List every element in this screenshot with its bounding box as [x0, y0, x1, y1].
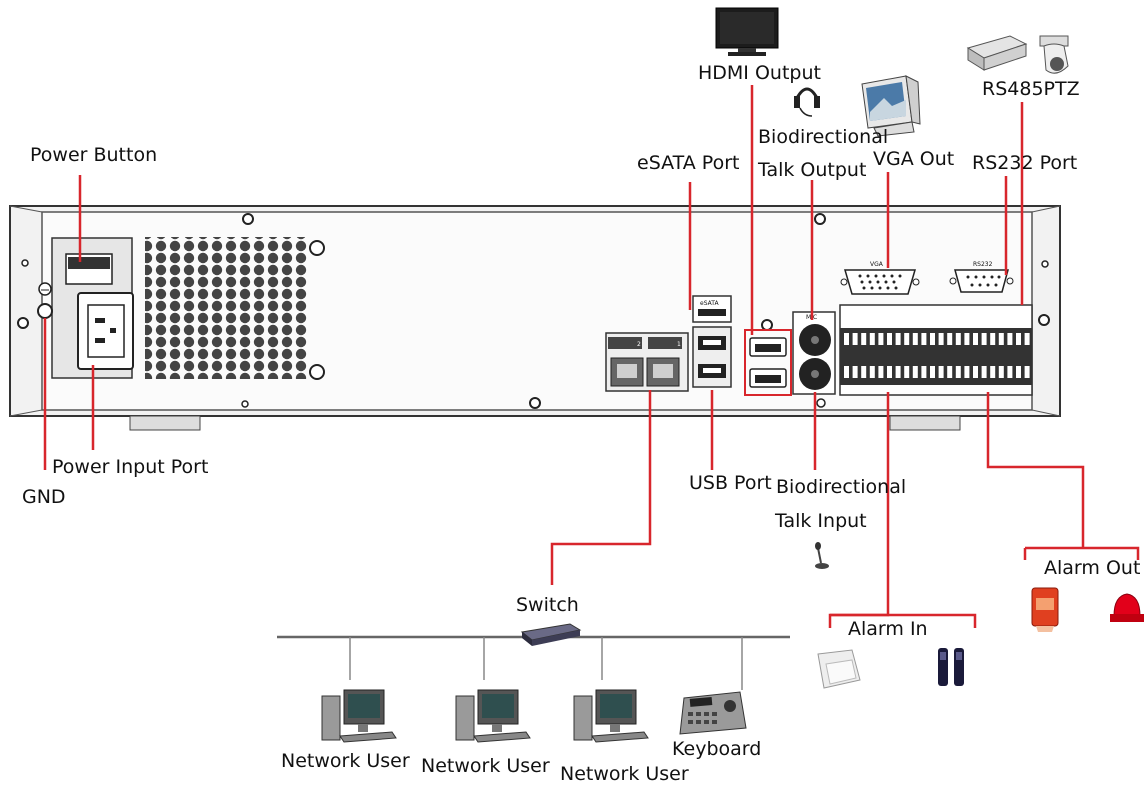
switch-icon — [522, 624, 580, 646]
terminal-pin — [1007, 366, 1012, 378]
terminal-pin — [964, 366, 969, 378]
alarm-terminal-block — [840, 305, 1032, 395]
alarm-light-icon — [1110, 594, 1144, 622]
terminal-pin — [913, 333, 918, 345]
terminal-pin — [861, 333, 866, 345]
terminal-pin — [982, 333, 987, 345]
terminal-pin — [921, 333, 926, 345]
headset-icon — [794, 89, 820, 116]
terminal-pin — [930, 366, 935, 378]
power-input-port-label: Power Input Port — [52, 458, 208, 477]
terminal-pin — [878, 366, 883, 378]
siren-icon — [1032, 588, 1058, 632]
computer-icon — [456, 690, 530, 742]
terminal-pin — [1025, 366, 1030, 378]
vga-print: VGA — [870, 261, 884, 268]
usb-ports — [693, 327, 731, 387]
beam-sensor-icon — [938, 648, 964, 686]
vga-out-label: VGA Out — [873, 150, 954, 169]
alarm-in-label: Alarm In — [848, 620, 928, 639]
rs232-port-label: RS232 Port — [972, 154, 1077, 173]
terminal-pin — [870, 333, 875, 345]
terminal-pin — [844, 366, 849, 378]
terminal-pin — [887, 366, 892, 378]
terminal-pin — [870, 366, 875, 378]
terminal-pin — [964, 333, 969, 345]
terminal-pin — [1025, 333, 1030, 345]
terminal-pin — [990, 333, 995, 345]
terminal-pin — [921, 366, 926, 378]
terminal-pin — [947, 333, 952, 345]
terminal-pin — [913, 366, 918, 378]
terminal-pin — [887, 333, 892, 345]
network-user-label: Network User — [421, 757, 550, 776]
terminal-pin — [973, 366, 978, 378]
terminal-pin — [904, 366, 909, 378]
gnd-label: GND — [22, 488, 66, 507]
lan-ports: 2 1 — [606, 333, 688, 391]
keyboard-controller-icon — [680, 692, 746, 734]
switch-label: Switch — [516, 596, 579, 615]
talk-output-label-1: Biodirectional — [758, 128, 888, 147]
terminal-pin — [990, 366, 995, 378]
terminal-pin — [1016, 333, 1021, 345]
esata-port-label: eSATA Port — [637, 154, 739, 173]
ptz-camera-icon — [1040, 36, 1068, 73]
line-lan — [552, 390, 650, 585]
power-button-label: Power Button — [30, 146, 157, 165]
rs485ptz-label: RS485PTZ — [982, 80, 1080, 99]
esata-print: eSATA — [700, 300, 719, 307]
terminal-pin — [999, 333, 1004, 345]
terminal-pin — [853, 366, 858, 378]
alarm-out-label: Alarm Out — [1044, 559, 1140, 578]
talk-input-label-1: Biodirectional — [776, 478, 906, 497]
terminal-pin — [973, 333, 978, 345]
terminal-pin — [878, 333, 883, 345]
terminal-pin — [939, 333, 944, 345]
usb-port-label: USB Port — [689, 474, 772, 493]
terminal-pin — [999, 366, 1004, 378]
terminal-pin — [947, 366, 952, 378]
fan-vent — [145, 237, 307, 379]
network-user-label: Network User — [560, 765, 689, 784]
motion-detector-icon — [818, 650, 860, 688]
hdmi-output-label: HDMI Output — [698, 64, 821, 83]
terminal-pin — [904, 333, 909, 345]
nvr-rear-panel: 2 1 eSATA — [10, 206, 1060, 430]
power-socket — [78, 293, 133, 369]
microphone-icon — [815, 542, 829, 569]
ptz-decoder-icon — [968, 36, 1026, 70]
terminal-pin — [861, 366, 866, 378]
terminal-pin — [930, 333, 935, 345]
power-switch — [66, 254, 112, 284]
terminal-pin — [844, 333, 849, 345]
tv-monitor-icon — [716, 8, 778, 56]
terminal-pin — [982, 366, 987, 378]
computer-icon — [574, 690, 648, 742]
talk-output-label-2: Talk Output — [758, 161, 866, 180]
lan1-print: 2 — [637, 341, 641, 348]
rs232-print: RS232 — [973, 261, 993, 268]
audio-ports: MIC — [793, 312, 835, 394]
terminal-pin — [853, 333, 858, 345]
terminal-pin — [896, 366, 901, 378]
terminal-pin — [939, 366, 944, 378]
terminal-pin — [1016, 366, 1021, 378]
talk-input-label-2: Talk Input — [775, 512, 867, 531]
network-user-label: Network User — [281, 752, 410, 771]
terminal-pin — [896, 333, 901, 345]
computer-icon — [322, 690, 396, 742]
terminal-pin — [956, 366, 961, 378]
esata-port: eSATA — [693, 296, 731, 322]
keyboard-label: Keyboard — [672, 740, 761, 759]
lan2-print: 1 — [677, 341, 681, 348]
terminal-pin — [1007, 333, 1012, 345]
terminal-pin — [956, 333, 961, 345]
